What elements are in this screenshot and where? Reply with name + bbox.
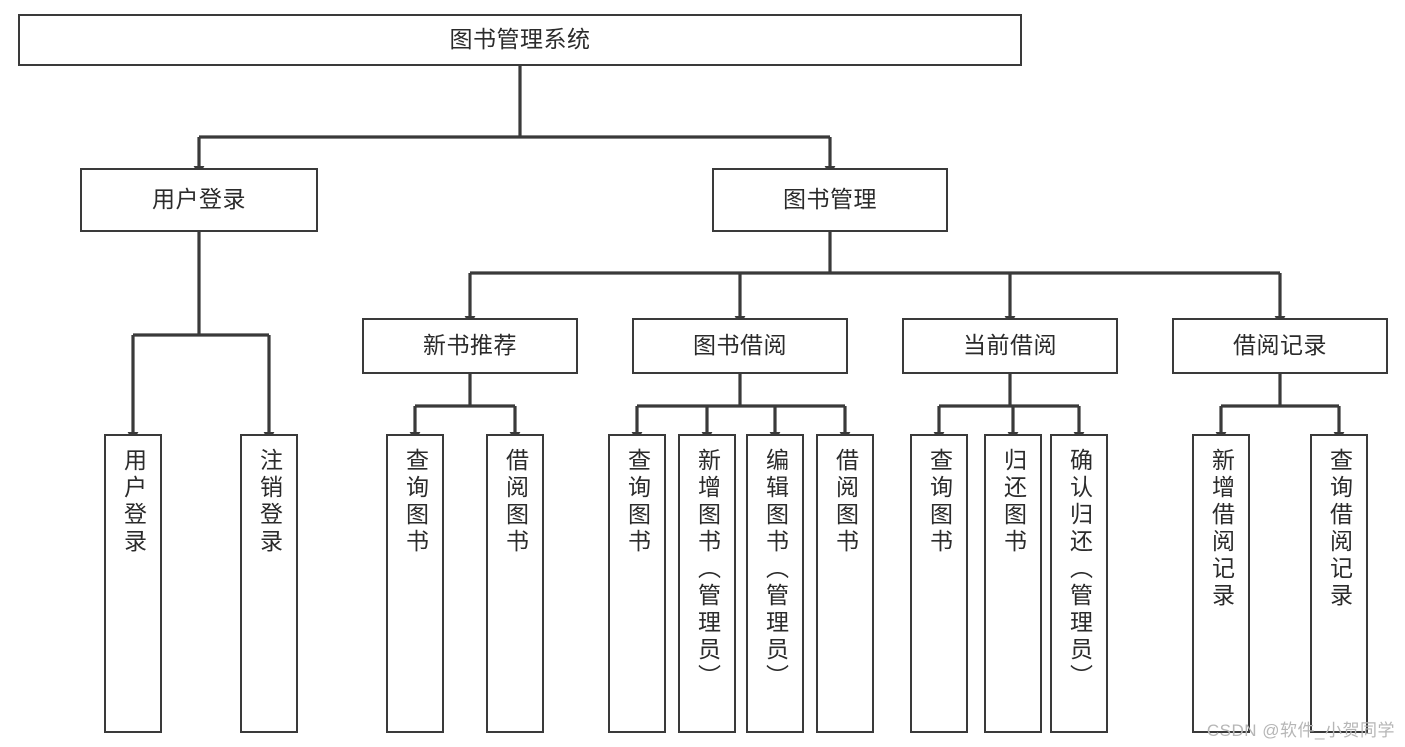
node-leaf-user-login[interactable]: 用户登录 — [104, 434, 162, 733]
node-label-book-borrow: 图书借阅 — [693, 332, 787, 359]
node-leaf-brw-query[interactable]: 查询图书 — [608, 434, 666, 733]
node-label-leaf-brw-query: 查询图书 — [624, 448, 651, 556]
node-label-leaf-rec-query: 查询图书 — [402, 448, 429, 556]
node-leaf-cur-query[interactable]: 查询图书 — [910, 434, 968, 733]
node-leaf-rec-add[interactable]: 新增借阅记录 — [1192, 434, 1250, 733]
node-label-leaf-user-login: 用户登录 — [120, 448, 147, 556]
node-label-leaf-rec-search: 查询借阅记录 — [1326, 448, 1353, 610]
node-label-leaf-brw-borrow: 借阅图书 — [832, 448, 859, 556]
node-book-borrow[interactable]: 图书借阅 — [632, 318, 848, 374]
node-label-leaf-user-logout: 注销登录 — [256, 448, 283, 556]
node-user-login[interactable]: 用户登录 — [80, 168, 318, 232]
node-leaf-brw-add[interactable]: 新增图书（管理员） — [678, 434, 736, 733]
node-label-borrow-record: 借阅记录 — [1233, 332, 1327, 359]
node-leaf-cur-return[interactable]: 归还图书 — [984, 434, 1042, 733]
node-label-user-login: 用户登录 — [152, 186, 246, 213]
node-leaf-cur-confirm[interactable]: 确认归还（管理员） — [1050, 434, 1108, 733]
node-label-leaf-cur-confirm: 确认归还（管理员） — [1066, 448, 1093, 691]
node-root[interactable]: 图书管理系统 — [18, 14, 1022, 66]
node-label-book-manage: 图书管理 — [783, 186, 877, 213]
node-label-leaf-rec-borrow: 借阅图书 — [502, 448, 529, 556]
node-new-book-rec[interactable]: 新书推荐 — [362, 318, 578, 374]
node-book-manage[interactable]: 图书管理 — [712, 168, 948, 232]
node-current-borrow[interactable]: 当前借阅 — [902, 318, 1118, 374]
node-label-leaf-cur-query: 查询图书 — [926, 448, 953, 556]
node-leaf-brw-borrow[interactable]: 借阅图书 — [816, 434, 874, 733]
node-leaf-rec-borrow[interactable]: 借阅图书 — [486, 434, 544, 733]
node-leaf-user-logout[interactable]: 注销登录 — [240, 434, 298, 733]
node-label-new-book-rec: 新书推荐 — [423, 332, 517, 359]
node-label-leaf-brw-add: 新增图书（管理员） — [694, 448, 721, 691]
node-label-leaf-cur-return: 归还图书 — [1000, 448, 1027, 556]
node-label-root: 图书管理系统 — [449, 26, 591, 53]
node-label-current-borrow: 当前借阅 — [963, 332, 1057, 359]
node-borrow-record[interactable]: 借阅记录 — [1172, 318, 1388, 374]
node-leaf-brw-edit[interactable]: 编辑图书（管理员） — [746, 434, 804, 733]
node-label-leaf-brw-edit: 编辑图书（管理员） — [762, 448, 789, 691]
node-leaf-rec-search[interactable]: 查询借阅记录 — [1310, 434, 1368, 733]
csdn-watermark: CSDN @软件_小贺同学 — [1206, 721, 1395, 740]
node-leaf-rec-query[interactable]: 查询图书 — [386, 434, 444, 733]
node-label-leaf-rec-add: 新增借阅记录 — [1208, 448, 1235, 610]
